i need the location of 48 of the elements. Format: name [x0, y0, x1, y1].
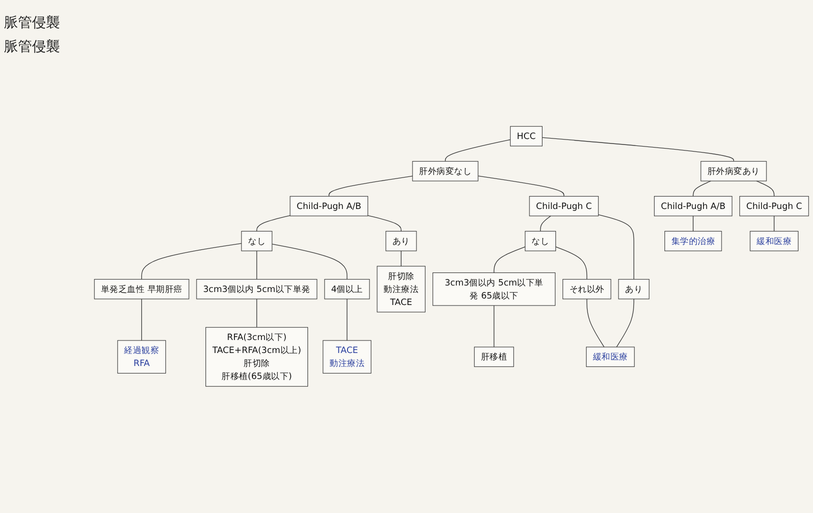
connector — [141, 243, 242, 280]
connector — [478, 176, 564, 197]
node-box: TACE 動注療法 — [322, 340, 372, 374]
node-box: 肝切除 動注療法 TACE — [376, 266, 426, 312]
node-box: 単発乏血性 早期肝癌 — [94, 279, 190, 300]
connector — [542, 137, 734, 162]
connector — [616, 298, 634, 348]
node-box: 経過観察 RFA — [117, 340, 166, 374]
connector — [256, 250, 258, 280]
connector — [256, 298, 258, 328]
node-box: 肝移植 — [474, 346, 514, 368]
node-box: HCC — [510, 126, 542, 146]
node-box: 肝外病変あり — [700, 161, 767, 182]
connector — [400, 250, 402, 267]
node-box: Child-Pugh C — [529, 196, 599, 216]
connector — [756, 180, 774, 197]
connector — [494, 246, 526, 274]
node-box: Child-Pugh A/B — [654, 196, 732, 216]
node-box: 4個以上 — [324, 279, 370, 300]
connector — [141, 298, 142, 341]
node-box: RFA(3cm以下) TACE+RFA(3cm以上) 肝切除 肝移植(65歳以下) — [206, 327, 308, 387]
branch-label: 脈管侵襲 — [4, 38, 61, 56]
connector — [368, 215, 402, 232]
connector — [444, 139, 511, 162]
connector — [346, 298, 348, 341]
connector — [692, 180, 712, 197]
branch-label: 脈管侵襲 — [4, 14, 61, 32]
node-box: 肝外病変なし — [412, 161, 478, 182]
node-box: あり — [386, 231, 417, 252]
connector — [328, 176, 413, 197]
node-box: 3cm3個以内 5cm以下単発 — [196, 279, 318, 300]
connector — [256, 215, 290, 232]
connector — [540, 216, 552, 232]
node-box: あり — [618, 279, 650, 300]
node-box: 緩和医療 — [586, 346, 635, 368]
connector — [555, 246, 588, 280]
node-box: それ以外 — [562, 279, 612, 300]
connector — [272, 244, 348, 280]
connector — [586, 298, 604, 348]
node-box: 緩和医療 — [750, 231, 798, 252]
connector — [598, 214, 634, 280]
connector — [692, 216, 694, 232]
node-box: Child-Pugh A/B — [290, 196, 368, 216]
node-box: 3cm3個以内 5cm以下単発 65歳以下 — [432, 272, 556, 306]
node-box: 集学的治療 — [664, 231, 722, 252]
node-box: Child-Pugh C — [739, 196, 809, 216]
node-box: なし — [524, 231, 556, 252]
node-box: なし — [241, 231, 272, 252]
